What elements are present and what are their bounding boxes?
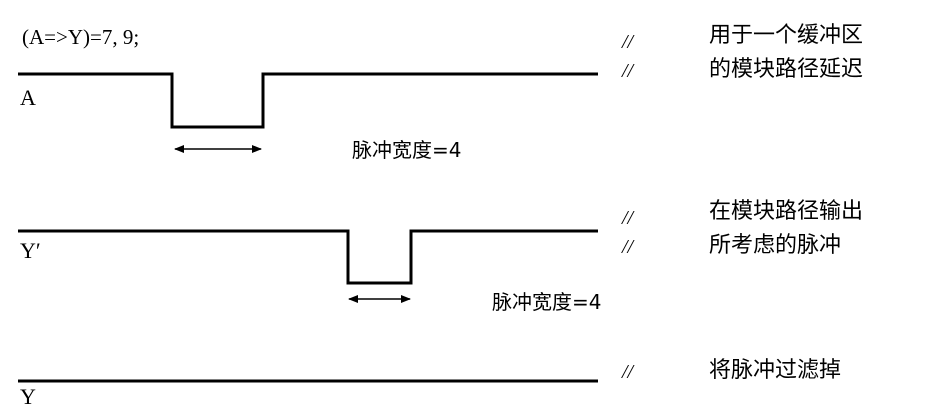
signal-label-y-prime: Y′ <box>20 238 41 263</box>
comment-marker: // <box>621 236 636 258</box>
waveform-y-prime <box>18 229 598 285</box>
comment-marker: // <box>621 60 636 82</box>
comment-marker: // <box>621 207 636 229</box>
pulse-width-label-output: 脉冲宽度=4 <box>492 290 601 314</box>
waveform-a <box>18 72 598 129</box>
signal-label-a: A <box>20 85 36 110</box>
comment-b-line1: 在模块路径输出 <box>709 199 863 224</box>
comment-marker: // <box>621 31 636 53</box>
comment-a-line1: 用于一个缓冲区 <box>709 23 863 48</box>
path-delay-statement: (A=>Y)=7, 9; <box>22 25 139 49</box>
comment-marker: // <box>621 361 636 383</box>
comment-b-line2: 所考虑的脉冲 <box>709 233 841 258</box>
comment-c-line1: 将脉冲过滤掉 <box>709 358 841 383</box>
comment-a-line2: 的模块路径延迟 <box>709 57 863 82</box>
signal-label-y: Y <box>20 384 36 409</box>
pulse-width-label-input: 脉冲宽度=4 <box>352 138 461 162</box>
